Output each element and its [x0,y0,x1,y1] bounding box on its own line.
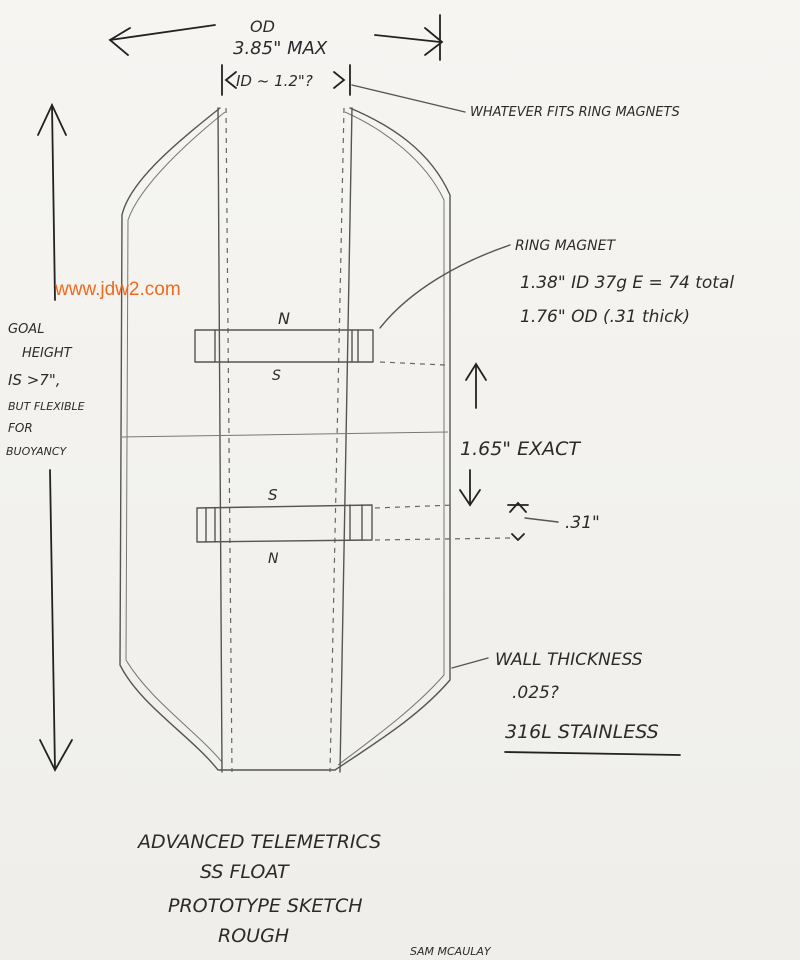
top-magnet-north: N [278,309,290,328]
title-line-4: ROUGH [218,925,289,947]
material-underline [504,751,681,756]
top-magnet-south: S [272,368,281,384]
id-dimension-arrow [221,64,351,96]
height-dimension-arrow [37,102,73,772]
od-value: 3.85" MAX [233,38,328,59]
goal-height-line-3: IS >7", [8,371,61,389]
thickness-extension-bottom [374,537,511,541]
float-centerline [121,431,449,438]
tube-left-hidden-line [225,107,233,773]
float-outer-body [119,107,451,771]
goal-height-line-6: BUOYANCY [6,445,68,458]
author-signature: SAM MCAULAY [410,945,492,958]
bottom-ring-magnet [196,504,373,543]
goal-height-line-5: FOR [8,421,33,435]
ring-magnet-spec-1: 1.38" ID 37g E = 74 total [520,273,734,293]
id-value: ID ~ 1.2"? [236,72,313,90]
spacing-dimension-arrow [459,362,487,507]
bottom-magnet-north: N [268,551,279,567]
tube-right-hidden-line [329,107,345,773]
goal-height-note: GOAL HEIGHT IS >7", BUT FLEXIBLE FOR BUO… [6,322,85,458]
title-line-1: ADVANCED TELEMETRICS [136,831,381,853]
wall-thickness-label: WALL THICKNESS [495,650,643,670]
magnet-spacing-label: 1.65" EXACT [460,438,581,460]
bottom-magnet-south: S [268,486,278,504]
material-label: 316L STAINLESS [505,721,659,743]
title-line-3: PROTOTYPE SKETCH [168,895,363,917]
title-line-2: SS FLOAT [200,861,290,883]
magnet-thickness-label: .31" [565,513,600,533]
thickness-dimension-arrow [507,501,559,542]
wall-thickness-leader [451,657,489,669]
fit-note-leader [351,84,466,113]
title-block: ADVANCED TELEMETRICS SS FLOAT PROTOTYPE … [136,831,381,947]
goal-height-line-2: HEIGHT [22,346,73,361]
ring-magnet-title: RING MAGNET [515,238,616,254]
od-label: OD [250,17,275,36]
site-watermark: www.jdw2.com [54,279,181,300]
tube-right-wall [339,107,353,773]
spacing-extension-top [379,361,446,366]
top-ring-magnet [194,329,374,363]
spacing-extension-bottom [374,504,456,509]
wall-thickness-value: .025? [512,683,559,703]
goal-height-line-1: GOAL [8,322,44,337]
ring-magnet-leader [379,244,511,329]
tube-left-wall [217,107,223,773]
od-dimension-arrow [108,14,444,61]
float-inner-wall [125,111,445,766]
fit-note: WHATEVER FITS RING MAGNETS [470,105,680,120]
goal-height-line-4: BUT FLEXIBLE [8,400,85,413]
ring-magnet-spec-2: 1.76" OD (.31 thick) [520,307,690,327]
